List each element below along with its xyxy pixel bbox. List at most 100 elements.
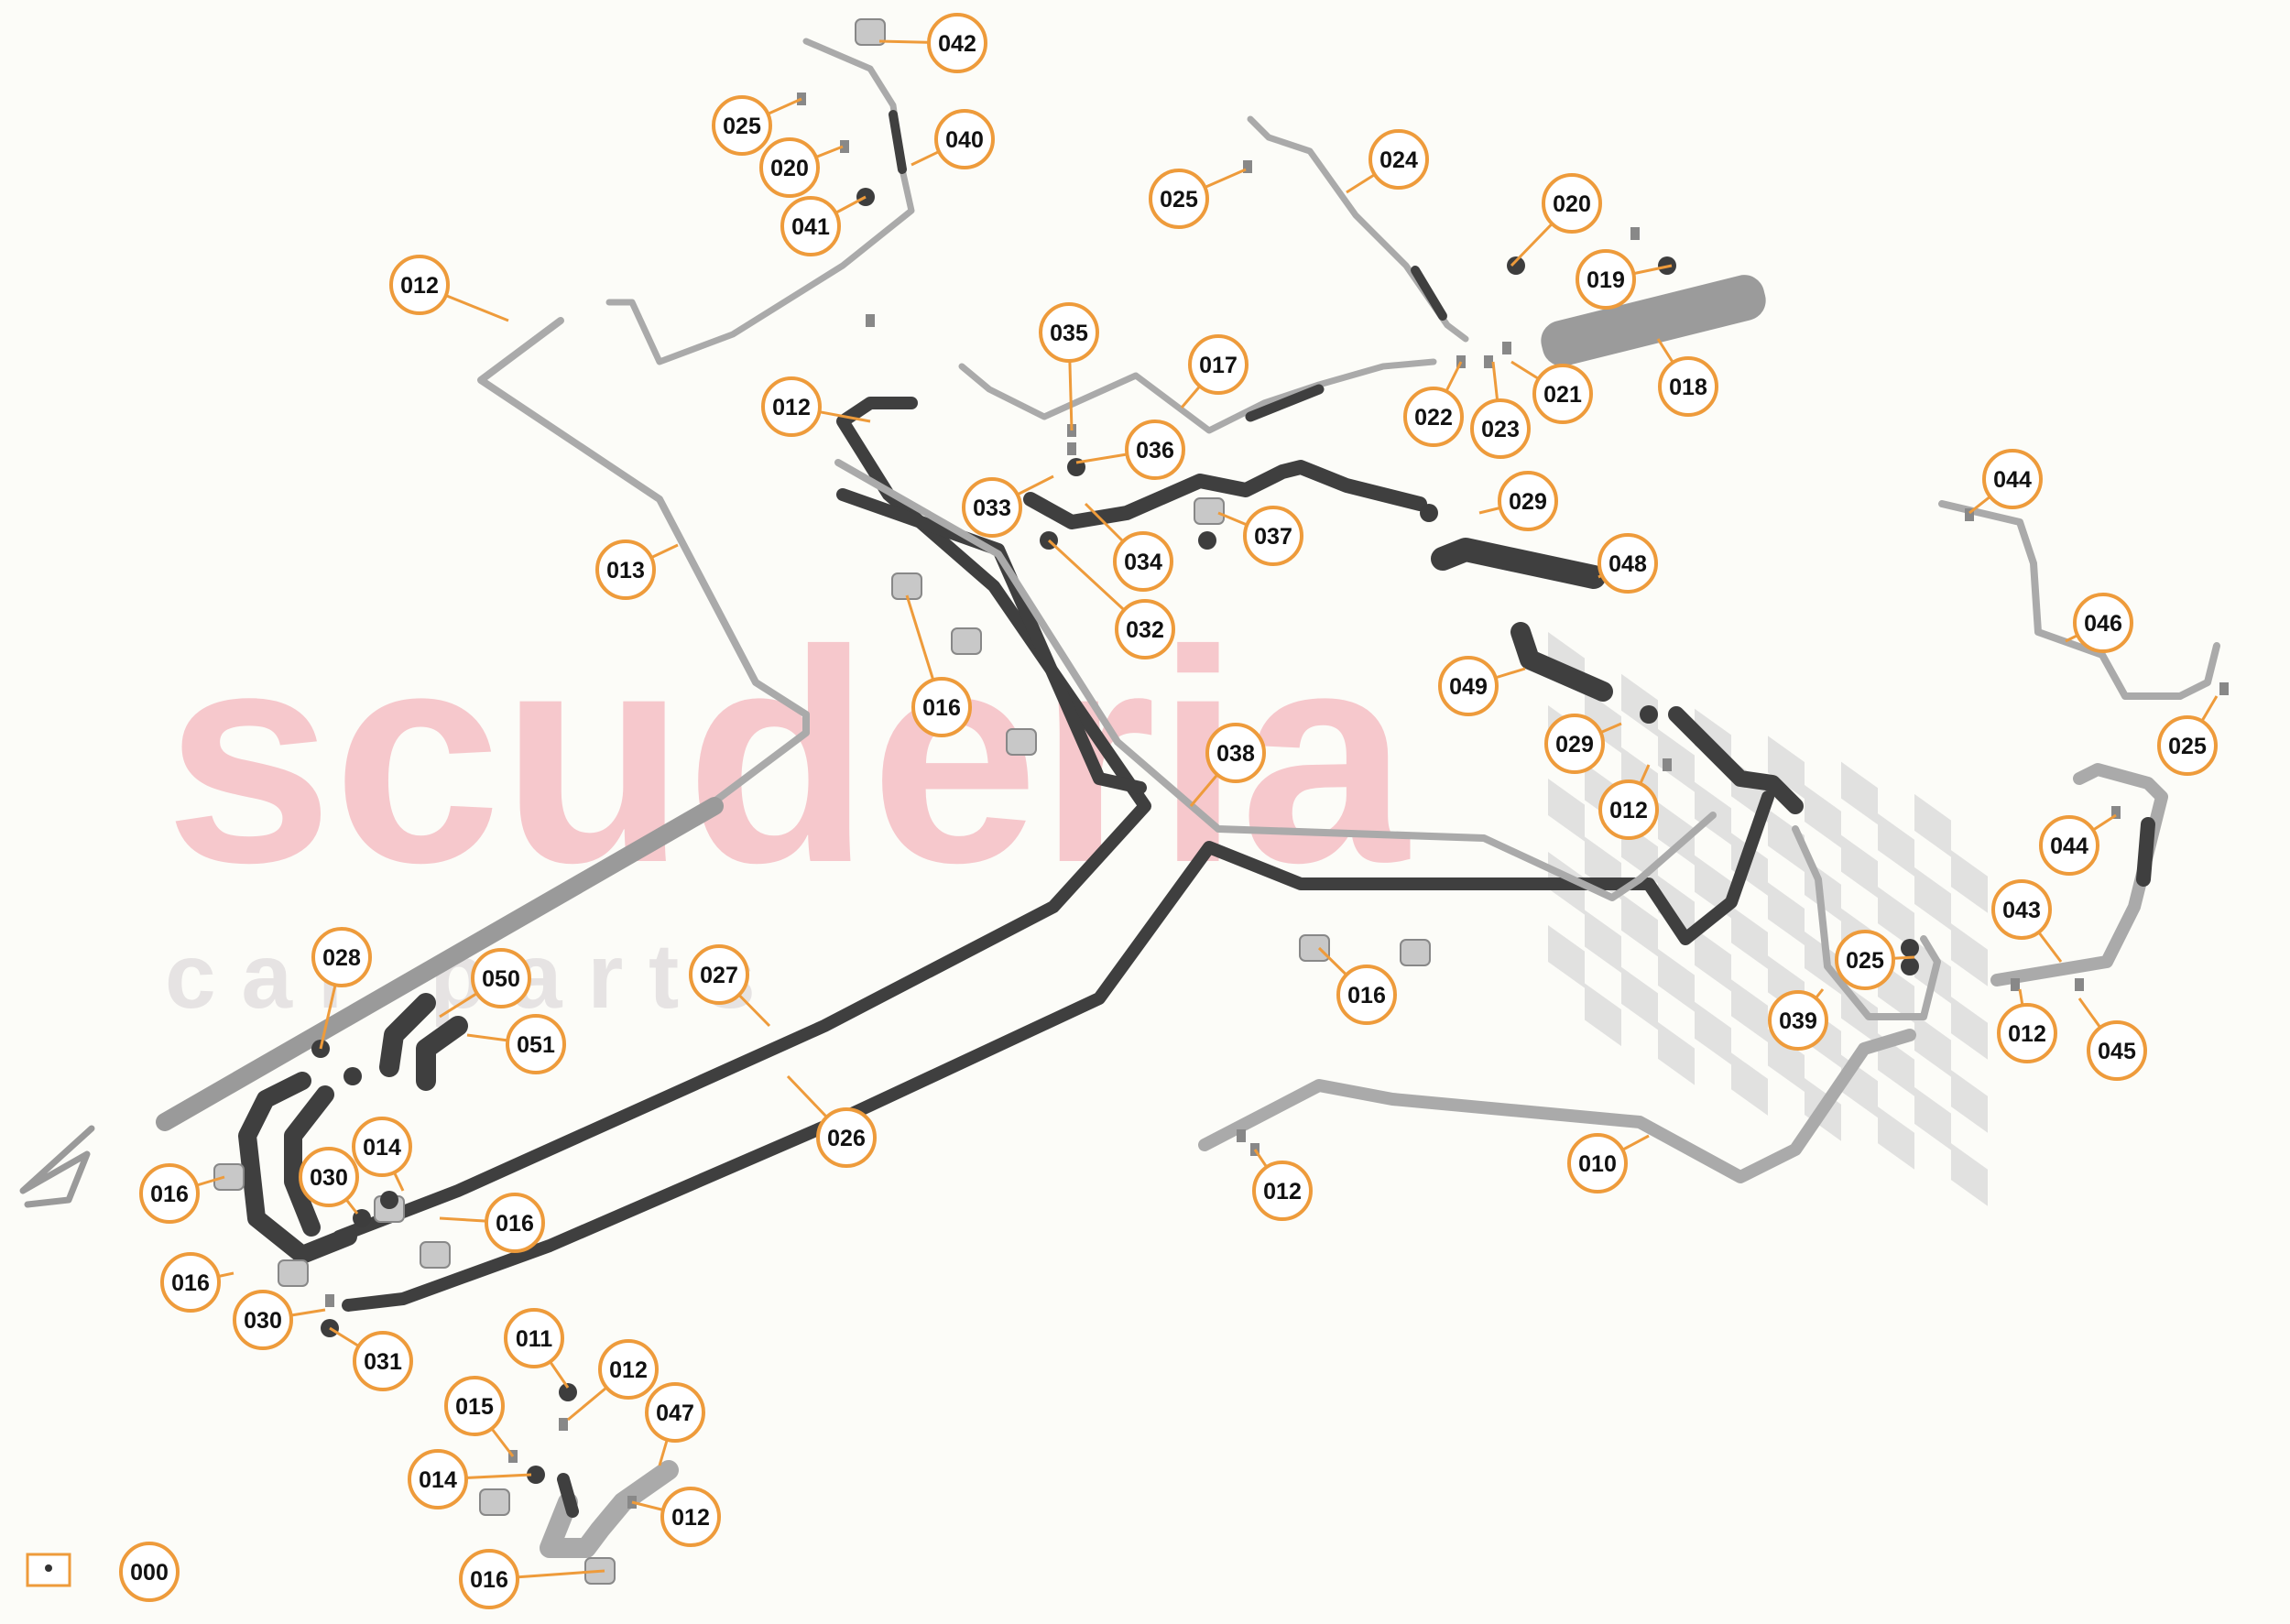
callout-label: 025 [1160, 187, 1198, 213]
callout-050[interactable]: 050 [471, 948, 531, 1008]
flag-square [1914, 866, 1951, 931]
callout-020[interactable]: 020 [759, 137, 820, 198]
callout-ring [660, 1487, 721, 1547]
callout-013[interactable]: 013 [595, 540, 656, 600]
callout-039[interactable]: 039 [1768, 990, 1828, 1051]
callout-011[interactable]: 011 [504, 1308, 564, 1368]
clamp-part [1901, 957, 1919, 975]
callout-051[interactable]: 051 [506, 1014, 566, 1074]
callout-021[interactable]: 021 [1532, 364, 1593, 424]
callout-027[interactable]: 027 [689, 944, 749, 1005]
clamp-part [1640, 705, 1658, 724]
callout-label: 020 [1553, 191, 1591, 217]
callout-022[interactable]: 022 [1403, 387, 1464, 447]
callout-046[interactable]: 046 [2073, 593, 2133, 653]
clamp-part [344, 1067, 362, 1085]
callout-ring [2157, 715, 2218, 776]
callout-023[interactable]: 023 [1470, 398, 1531, 459]
callout-label: 015 [455, 1394, 494, 1420]
callout-028[interactable]: 028 [311, 927, 372, 987]
callout-014[interactable]: 014 [352, 1117, 412, 1177]
callout-label: 045 [2098, 1039, 2136, 1064]
callout-018[interactable]: 018 [1658, 356, 1718, 417]
callout-048[interactable]: 048 [1598, 533, 1658, 594]
callout-025[interactable]: 025 [1149, 169, 1209, 229]
callout-030[interactable]: 030 [299, 1147, 359, 1207]
callout-012[interactable]: 012 [598, 1339, 659, 1400]
callout-042[interactable]: 042 [927, 13, 987, 73]
sleeve-part [891, 572, 922, 600]
callout-ring [311, 927, 372, 987]
callout-031[interactable]: 031 [353, 1331, 413, 1391]
callout-020[interactable]: 020 [1542, 173, 1602, 234]
callout-label: 016 [496, 1211, 534, 1237]
callout-035[interactable]: 035 [1039, 302, 1099, 363]
callout-032[interactable]: 032 [1115, 599, 1175, 659]
pipe-017 [958, 358, 1437, 434]
pipe-024-dark [1411, 266, 1447, 321]
callout-000[interactable]: 000 [119, 1542, 180, 1602]
callout-014[interactable]: 014 [408, 1449, 468, 1510]
callout-ring [389, 255, 450, 315]
sleeve-part [278, 1259, 309, 1287]
callout-016[interactable]: 016 [1336, 965, 1397, 1025]
callout-ring [934, 109, 995, 169]
callout-ring [1039, 302, 1099, 363]
callout-024[interactable]: 024 [1369, 129, 1429, 190]
callout-044[interactable]: 044 [2039, 815, 2099, 876]
callout-049[interactable]: 049 [1438, 656, 1499, 716]
callout-ring [1438, 656, 1499, 716]
callout-033[interactable]: 033 [962, 477, 1022, 538]
callout-label: 012 [609, 1357, 648, 1383]
callout-ring [1149, 169, 1209, 229]
callout-036[interactable]: 036 [1125, 420, 1185, 480]
callout-017[interactable]: 017 [1188, 334, 1249, 395]
callout-029[interactable]: 029 [1544, 714, 1605, 774]
callout-016[interactable]: 016 [485, 1193, 545, 1253]
callout-019[interactable]: 019 [1576, 249, 1636, 310]
callout-016[interactable]: 016 [911, 677, 972, 737]
callout-025[interactable]: 025 [2157, 715, 2218, 776]
callout-045[interactable]: 045 [2087, 1020, 2147, 1081]
callout-034[interactable]: 034 [1113, 531, 1173, 592]
callout-047[interactable]: 047 [645, 1382, 705, 1443]
flag-square [1695, 1001, 1731, 1065]
callout-016[interactable]: 016 [459, 1549, 519, 1609]
callout-029[interactable]: 029 [1498, 471, 1558, 531]
hose-039 [1668, 706, 1804, 814]
callout-040[interactable]: 040 [934, 109, 995, 169]
callout-012[interactable]: 012 [1997, 1003, 2057, 1063]
legend-icon-dot [45, 1564, 52, 1572]
pipe-043-dark [2136, 817, 2155, 887]
callout-016[interactable]: 016 [160, 1252, 221, 1313]
callout-038[interactable]: 038 [1205, 723, 1266, 783]
sleeve-part [479, 1488, 510, 1516]
callout-016[interactable]: 016 [139, 1163, 200, 1224]
flag-square [1768, 736, 1805, 799]
callout-044[interactable]: 044 [1982, 449, 2043, 509]
callout-026[interactable]: 026 [816, 1107, 877, 1168]
callout-012[interactable]: 012 [660, 1487, 721, 1547]
callout-043[interactable]: 043 [1991, 879, 2052, 940]
hose-050 [379, 993, 436, 1077]
callout-015[interactable]: 015 [444, 1376, 505, 1436]
callout-ring [459, 1549, 519, 1609]
pipe-040-dark [889, 110, 907, 174]
callout-label: 020 [770, 156, 809, 181]
callout-012[interactable]: 012 [761, 376, 822, 437]
callout-012[interactable]: 012 [1252, 1161, 1313, 1221]
callout-037[interactable]: 037 [1243, 506, 1303, 566]
flag-square [1621, 673, 1658, 737]
callout-ring [1768, 990, 1828, 1051]
flag-square [1768, 1029, 1805, 1092]
flag-square [1658, 1021, 1695, 1085]
callout-012[interactable]: 012 [389, 255, 450, 315]
flag-square [1658, 801, 1695, 866]
callout-041[interactable]: 041 [780, 196, 841, 256]
callout-025[interactable]: 025 [1835, 930, 1895, 990]
callout-010[interactable]: 010 [1567, 1133, 1628, 1193]
callout-025[interactable]: 025 [712, 95, 772, 156]
callout-030[interactable]: 030 [233, 1290, 293, 1350]
callout-012[interactable]: 012 [1598, 779, 1659, 840]
